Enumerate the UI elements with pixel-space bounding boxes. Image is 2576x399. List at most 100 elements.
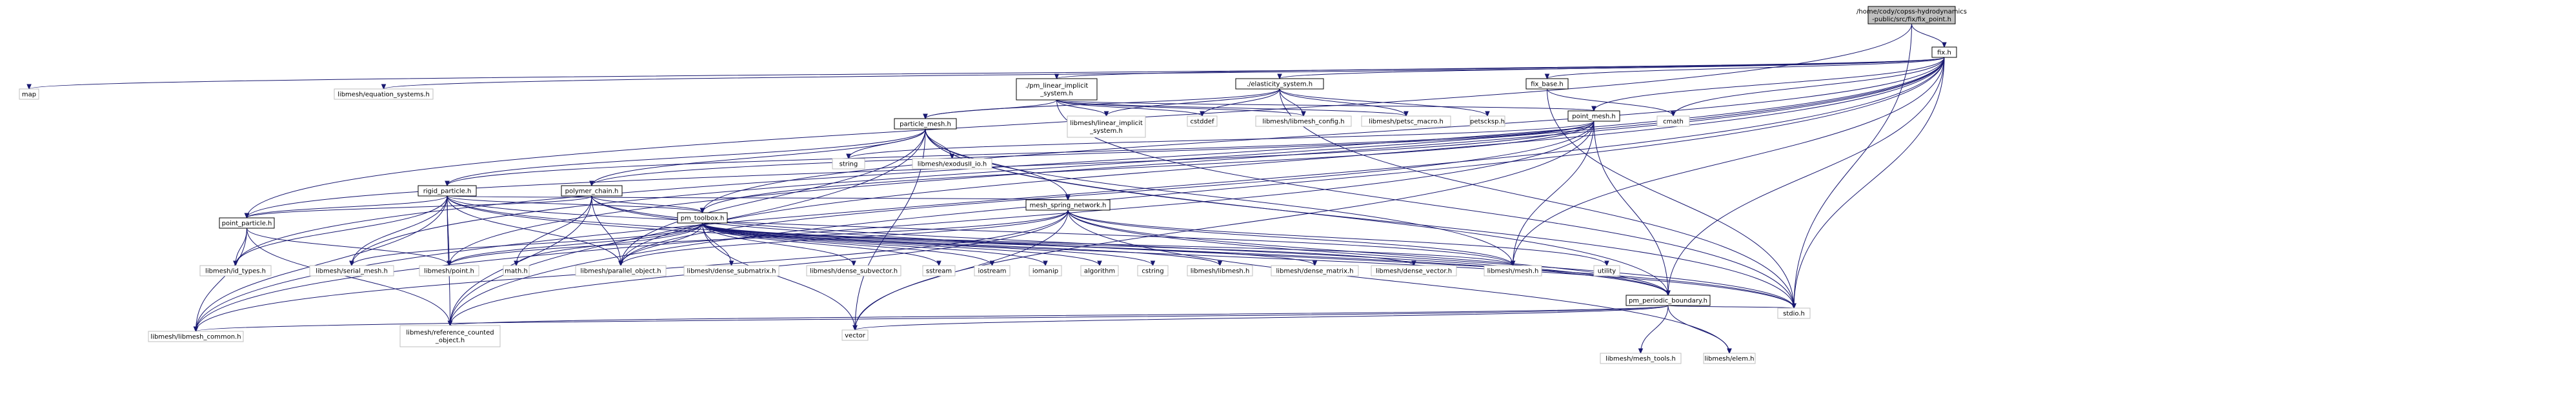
node-label: iomanip <box>1032 268 1058 275</box>
edge-rigid_particle-to-id_types <box>233 195 448 267</box>
node-label: mesh_spring_network.h <box>1030 202 1107 209</box>
edge-fix-to-pm_linear_implicit_system <box>1054 57 1945 80</box>
node-pm-periodic-boundary[interactable]: pm_periodic_boundary.h <box>1625 295 1711 306</box>
node-particle-mesh[interactable]: particle_mesh.h <box>894 118 957 130</box>
node-dense-vector: libmesh/dense_vector.h <box>1371 265 1457 277</box>
node-label: pm_toolbox.h <box>681 215 725 222</box>
edge-point_particle-to-id_types <box>233 228 247 267</box>
node-label: fix.h <box>1937 50 1951 57</box>
edge-fix-to-fix_base <box>1544 57 1945 80</box>
node-label: libmesh/dense_submatrix.h <box>687 268 776 275</box>
node-reference-counted-object: libmesh/reference_counted_object.h <box>399 325 501 347</box>
node-cmath: cmath <box>1656 115 1690 127</box>
node-string: string <box>832 158 865 170</box>
node-elasticity-system[interactable]: ./elasticity_system.h <box>1235 78 1324 90</box>
edge-pm_toolbox-to-iomanip <box>702 222 1048 267</box>
edge-pm_periodic_boundary-to-mesh_tools <box>1638 305 1669 355</box>
node-libmesh-config: libmesh/libmesh_config.h <box>1255 115 1352 127</box>
edge-fix-to-mesh <box>1510 57 1945 267</box>
node-label: stdio.h <box>1783 311 1805 318</box>
node-parallel-object: libmesh/parallel_object.h <box>575 265 667 277</box>
node-rigid-particle[interactable]: rigid_particle.h <box>418 185 477 197</box>
edge-fix-to-map <box>26 57 1945 90</box>
node-petsc-macro: libmesh/petsc_macro.h <box>1361 115 1451 127</box>
node-dense-submatrix: libmesh/dense_submatrix.h <box>683 265 780 277</box>
node-point-mesh[interactable]: point_mesh.h <box>1567 110 1620 122</box>
edge-polymer_chain-to-point_particle <box>244 195 592 219</box>
edge-layer <box>26 23 1947 355</box>
node-sstream: sstream <box>922 265 956 277</box>
edge-pm_toolbox-to-libmesh <box>702 222 1223 267</box>
node-pm-linear-implicit-system[interactable]: ./pm_linear_implicit_system.h <box>1016 78 1098 101</box>
node-label: cstddef <box>1191 119 1214 126</box>
node-label: _system.h <box>1040 90 1073 97</box>
node-fix-base[interactable]: fix_base.h <box>1525 78 1569 90</box>
node-root[interactable]: /home/cody/copss-hydrodynamics-public/sr… <box>1857 6 1967 24</box>
node-fix[interactable]: fix.h <box>1931 46 1957 58</box>
node-label: libmesh/id_types.h <box>205 268 266 275</box>
node-label: rigid_particle.h <box>423 188 472 195</box>
edge-polymer_chain-to-stdio <box>591 195 1796 309</box>
edge-pm_toolbox-to-serial_mesh <box>349 222 703 267</box>
node-dense-subvector: libmesh/dense_subvector.h <box>806 265 901 277</box>
node-mesh-tools: libmesh/mesh_tools.h <box>1600 353 1682 364</box>
edge-polymer_chain-to-pm_toolbox <box>591 195 705 214</box>
edge-pm_periodic_boundary-to-elem <box>1667 305 1732 355</box>
node-point-particle[interactable]: point_particle.h <box>219 217 275 229</box>
edge-pm_toolbox-to-cstring <box>702 222 1156 267</box>
edge-point_mesh-to-string <box>846 121 1595 160</box>
edge-root-to-fix <box>1911 23 1947 48</box>
node-point: libmesh/point.h <box>419 265 479 277</box>
node-label: libmesh/dense_subvector.h <box>810 268 898 275</box>
node-label: petscksp.h <box>1470 119 1505 126</box>
node-label: map <box>22 92 36 99</box>
node-label: /home/cody/copss-hydrodynamics <box>1857 8 1967 15</box>
edge-pm_linear_implicit_system-to-point_mesh <box>1056 99 1596 112</box>
edge-rigid_particle-to-libmesh_common <box>193 195 448 333</box>
node-label: ./pm_linear_implicit <box>1025 83 1089 90</box>
node-label: cstring <box>1142 268 1163 275</box>
edge-mesh_spring_network-to-stdio <box>1067 209 1796 309</box>
node-label: point_mesh.h <box>1572 113 1615 121</box>
node-label: particle_mesh.h <box>900 121 951 128</box>
edge-point_particle-to-libmesh_common <box>193 228 247 333</box>
edge-pm_toolbox-to-math <box>514 222 703 267</box>
node-stdio: stdio.h <box>1777 307 1811 319</box>
node-label: libmesh/dense_matrix.h <box>1276 268 1353 275</box>
edge-rigid_particle-to-mesh_spring_network <box>447 195 1071 201</box>
node-label: iostream <box>978 268 1007 275</box>
node-label: pm_periodic_boundary.h <box>1629 298 1707 305</box>
node-pm-toolbox[interactable]: pm_toolbox.h <box>677 212 728 224</box>
node-label: libmesh/exodusII_io.h <box>918 161 987 168</box>
edge-point_particle-to-point <box>247 228 452 267</box>
node-label: libmesh/parallel_object.h <box>580 268 661 275</box>
node-label: libmesh/mesh.h <box>1487 268 1539 275</box>
node-layer: /home/cody/copss-hydrodynamics-public/sr… <box>19 6 1967 364</box>
node-equation-systems: libmesh/equation_systems.h <box>334 88 434 100</box>
node-label: utility <box>1598 268 1616 275</box>
edge-mesh_spring_network-to-point <box>447 209 1069 267</box>
edge-mesh_spring_network-to-pm_periodic_boundary <box>1067 209 1671 297</box>
edge-point_mesh-to-vector <box>852 121 1595 331</box>
edge-fix_base-to-cmath <box>1547 88 1676 117</box>
node-label: sstream <box>926 268 952 275</box>
edge-pm_periodic_boundary-to-vector <box>852 305 1669 331</box>
node-linear-implicit-system: libmesh/linear_implicit_system.h <box>1067 115 1146 138</box>
node-label: _system.h <box>1089 128 1123 135</box>
edge-polymer_chain-to-math <box>514 195 592 267</box>
node-cstddef: cstddef <box>1187 115 1218 127</box>
node-label: -public/src/fix/fix_point.h <box>1872 16 1951 23</box>
edge-polymer_chain-to-pm_periodic_boundary <box>591 195 1671 297</box>
node-id-types: libmesh/id_types.h <box>199 265 272 277</box>
node-label: fix_base.h <box>1531 81 1564 88</box>
node-label: libmesh/equation_systems.h <box>337 92 430 99</box>
edge-pm_toolbox-to-algorithm <box>702 222 1102 267</box>
node-algorithm: algorithm <box>1080 265 1119 277</box>
node-mesh-spring-network[interactable]: mesh_spring_network.h <box>1025 199 1111 211</box>
node-label: libmesh/serial_mesh.h <box>316 268 388 275</box>
edge-elasticity_system-to-cstddef <box>1200 88 1280 117</box>
node-label: cmath <box>1663 119 1684 126</box>
edge-point_mesh-to-libmesh_common <box>193 121 1595 333</box>
node-polymer-chain[interactable]: polymer_chain.h <box>561 185 623 197</box>
